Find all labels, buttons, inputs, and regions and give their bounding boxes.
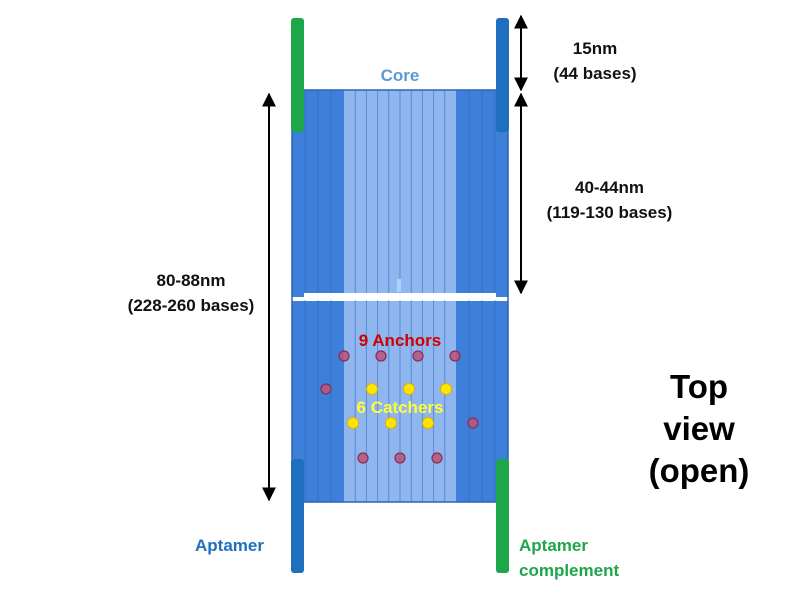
catcher-dot [385, 417, 397, 429]
top-view-line3: (open) [648, 452, 750, 489]
half-length-bases: (119-130 bases) [546, 203, 673, 222]
anchor-dot [338, 350, 350, 362]
anchor-dot [357, 452, 369, 464]
catcher-dot [347, 417, 359, 429]
aptamer-complement-line1: Aptamer [519, 536, 588, 555]
catcher-dot [440, 383, 452, 395]
catcher-dot [366, 383, 378, 395]
anchor-dot [320, 383, 332, 395]
body-outline [291, 89, 509, 503]
total-length-nm: 80-88nm [156, 271, 226, 290]
aptamer-complement-line2: complement [519, 561, 620, 580]
half-length-dimension: 40-44nm (119-130 bases) [527, 175, 692, 225]
total-length-dimension: 80-88nm (228-260 bases) [102, 268, 280, 318]
origami-body [291, 89, 509, 503]
anchor-dot [449, 350, 461, 362]
aptamer-overlap-bases: (44 bases) [553, 64, 637, 83]
anchor-dot [394, 452, 406, 464]
aptamer-label: Aptamer [195, 536, 264, 555]
half-length-nm: 40-44nm [575, 178, 644, 197]
aptamer-complement-label: Aptamer complement [519, 533, 649, 583]
catcher-dot [403, 383, 415, 395]
aptamer-green-left-top [291, 18, 304, 132]
middle-gap [304, 293, 496, 300]
anchor-dots [320, 350, 479, 464]
aptamer-blue-left-bottom [291, 459, 304, 573]
catcher-dots [347, 383, 452, 429]
anchor-dot [431, 452, 443, 464]
top-view-line2: view [663, 410, 735, 447]
total-length-bases: (228-260 bases) [127, 296, 255, 315]
aptamer-blue-right-top [496, 18, 509, 132]
center-mark [397, 279, 401, 292]
core-label: Core [380, 66, 420, 85]
anchor-dot [412, 350, 424, 362]
anchors-label: 9 Anchors [358, 331, 442, 350]
helix-strips [304, 90, 496, 502]
aptamer-overlap-nm: 15nm [572, 39, 618, 58]
aptamer-overlap-dimension: 15nm (44 bases) [530, 36, 660, 86]
anchor-dot [375, 350, 387, 362]
catchers-label: 6 Catchers [356, 398, 444, 417]
anchor-dot [467, 417, 479, 429]
top-view-line1: Top [669, 368, 729, 405]
aptamer-green-right-bottom [496, 459, 509, 573]
top-view-label: Top view (open) [630, 366, 768, 492]
catcher-dot [422, 417, 434, 429]
